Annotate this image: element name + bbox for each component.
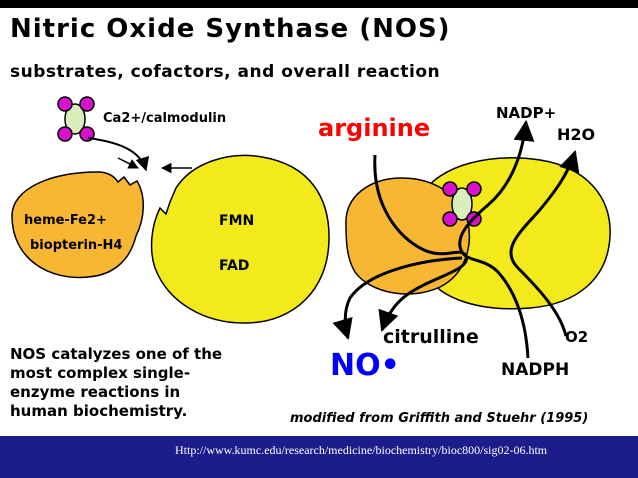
description-line: most complex single-	[10, 364, 191, 382]
credit-text: modified from Griffith and Stuehr (1995)	[290, 411, 589, 426]
fmn-label: FMN	[219, 213, 255, 229]
heme-label: heme-Fe2+	[24, 213, 107, 228]
page-title: Nitric Oxide Synthase (NOS)	[10, 14, 451, 44]
description-line: NOS catalyzes one of the	[10, 345, 223, 363]
oxygenase-domain-right	[345, 177, 471, 295]
calmodulin-arrow	[87, 137, 150, 172]
description-line: enzyme reactions in	[10, 383, 181, 401]
description-line: human biochemistry.	[10, 402, 188, 420]
top-bar	[0, 0, 638, 8]
footer-bar	[0, 436, 638, 478]
nadph-label: NADPH	[501, 360, 570, 380]
dock-arrow-left	[117, 157, 139, 169]
calmodulin-left	[57, 96, 95, 142]
ca-calmodulin-label: Ca2+/calmodulin	[103, 111, 227, 126]
footer-url[interactable]: Http://www.kumc.edu/research/medicine/bi…	[175, 443, 548, 457]
page-subtitle: substrates, cofactors, and overall react…	[10, 62, 441, 82]
water-label: H2O	[557, 125, 596, 144]
no-path	[332, 256, 463, 341]
oxygen-path	[509, 149, 580, 337]
nadp-label: NADP+	[496, 104, 557, 122]
arginine-label: arginine	[318, 114, 431, 142]
citrulline-label: citrulline	[383, 326, 479, 348]
oxygenase-domain-left	[11, 171, 144, 279]
oxygen-label: O2	[565, 328, 589, 346]
reductase-domain-left	[150, 154, 330, 324]
no-label: NO•	[330, 348, 400, 383]
fad-label: FAD	[219, 258, 250, 274]
biopterin-label: biopterin-H4	[30, 238, 123, 253]
description: NOS catalyzes one of the most complex si…	[10, 345, 222, 421]
nadph-path	[458, 119, 535, 359]
